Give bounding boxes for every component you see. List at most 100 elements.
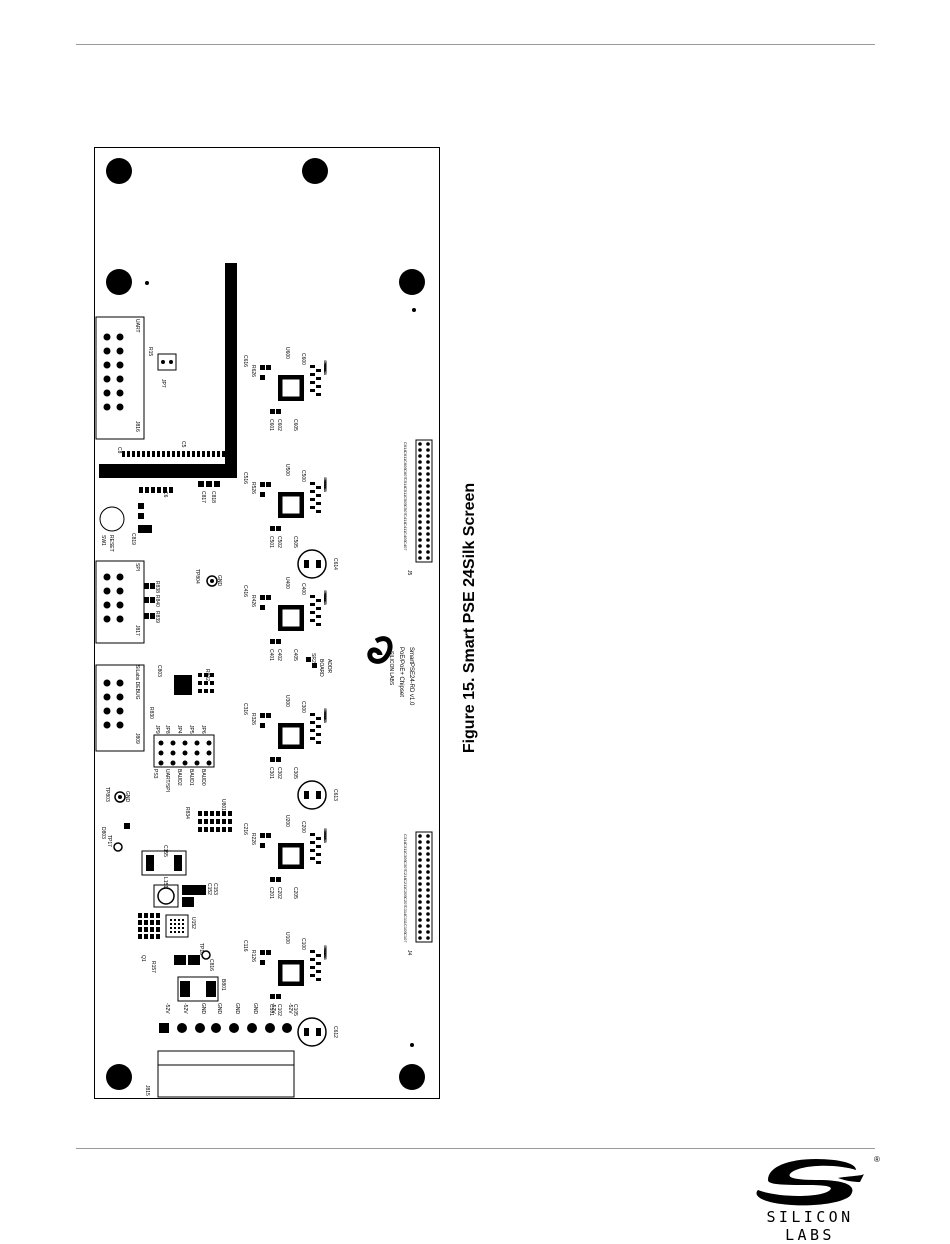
j5-header-pin <box>418 550 422 554</box>
jp9-label: JP9 <box>154 725 160 734</box>
smd-part <box>138 920 142 925</box>
j816-label: J816 <box>134 421 140 432</box>
smd-part <box>316 741 321 744</box>
uart-header-pin <box>103 333 111 341</box>
smd-part <box>147 451 150 457</box>
j4-header-pin <box>418 894 422 898</box>
pse-part-label: C505 <box>292 536 298 548</box>
smd-part <box>150 613 155 619</box>
smd-part <box>177 451 180 457</box>
smd-part <box>316 502 321 505</box>
fiducial-dot <box>410 1043 414 1047</box>
j817-label: J817 <box>134 625 140 636</box>
smd-part <box>316 717 321 720</box>
smd-part <box>144 597 149 603</box>
c818-label: C818 <box>210 491 216 503</box>
j4-header-label: C214 <box>403 870 408 880</box>
j5-header-pin <box>418 442 422 446</box>
cap-lead <box>304 791 309 799</box>
j5-header-pin <box>426 556 430 560</box>
c816-label: C816 <box>208 959 214 971</box>
jumper-pin <box>206 760 212 766</box>
j4-header-pin <box>418 912 422 916</box>
gnd-label: GND <box>124 791 130 803</box>
smd-part <box>210 681 214 685</box>
pse-part-label: R310 <box>323 712 328 722</box>
u802-chip <box>174 675 192 695</box>
c8-label: C8 <box>116 447 122 454</box>
smd-part <box>124 823 130 829</box>
footer-rule <box>76 1148 875 1149</box>
pse-part-label: R510 <box>323 481 328 491</box>
smd-part <box>260 375 265 380</box>
jumper-pin <box>158 760 164 766</box>
u152-pad <box>178 927 180 929</box>
smd-part <box>187 451 190 457</box>
pse-part-label: R326 <box>250 713 256 725</box>
u801-label: U801 <box>220 799 226 811</box>
u152-pad <box>182 931 184 933</box>
pse-chip-label: U300 <box>284 695 290 707</box>
debug-header-pin <box>103 707 111 715</box>
pse-part-label: C205 <box>292 887 298 899</box>
j5-header-pin <box>426 442 430 446</box>
j4-header-pin <box>418 930 422 934</box>
j4-header-pin <box>418 882 422 886</box>
r-label: R839 <box>154 611 160 623</box>
j5-header-label: C511 <box>403 487 408 497</box>
cap-label: C614 <box>332 558 338 570</box>
j4-header-label: C211 <box>403 879 408 889</box>
spi-header-pin <box>116 573 124 581</box>
smd-part <box>222 451 225 457</box>
j5-header-pin <box>418 508 422 512</box>
pse-part-label: C303 <box>323 713 328 723</box>
board-logo-text: SILICON LABS <box>388 651 394 686</box>
smd-part <box>266 595 271 600</box>
smd-part <box>310 611 315 614</box>
j4-header-pin <box>426 936 430 940</box>
registered-mark: ® <box>874 1155 880 1164</box>
pse-part-label: R506 <box>323 478 328 488</box>
r830-label: R830 <box>148 707 154 719</box>
pse-part-label: C405 <box>292 649 298 661</box>
pse-part-label: C403 <box>323 595 328 605</box>
j5-header-pin <box>418 454 422 458</box>
pse-part-label: C605 <box>292 419 298 431</box>
j5-header-pin <box>426 514 430 518</box>
smd-part <box>157 451 160 457</box>
smd-part <box>310 966 315 969</box>
smd-part <box>310 713 315 716</box>
pse-part-label: C316 <box>242 703 248 715</box>
smd-part <box>310 737 315 740</box>
electrolytic-cap-icon <box>297 549 327 579</box>
u152-pad <box>182 923 184 925</box>
power-pin <box>177 1023 187 1033</box>
c155-pad <box>174 855 182 871</box>
tp18-icon <box>201 950 211 960</box>
smd-part <box>316 978 321 981</box>
smd-part <box>310 841 315 844</box>
pse-chip-body <box>281 378 301 398</box>
smd-part <box>162 451 165 457</box>
smd-part <box>138 503 144 509</box>
power-pin-label: -52V <box>270 1003 276 1014</box>
cap-lead <box>304 560 309 568</box>
j5-header-pin <box>418 448 422 452</box>
cap-label: C613 <box>332 789 338 801</box>
pse-chip-label: U100 <box>284 932 290 944</box>
j5-header-pin <box>426 484 430 488</box>
smd-part <box>306 657 311 662</box>
pse-part-label: C305 <box>292 767 298 779</box>
pse-chip-body <box>281 726 301 746</box>
pse-part-label: R211 <box>323 834 328 844</box>
j4-header-pin <box>426 834 430 838</box>
pse-part-label: C302 <box>276 767 282 779</box>
smd-part <box>270 877 275 882</box>
debug-header-pin <box>103 679 111 687</box>
smd-part <box>260 843 265 848</box>
j4-header-label: C307 <box>403 861 408 871</box>
jumper-pin <box>170 740 176 746</box>
baud0-label: BAUD0 <box>200 769 206 786</box>
power-pin-label: GND <box>200 1003 206 1015</box>
